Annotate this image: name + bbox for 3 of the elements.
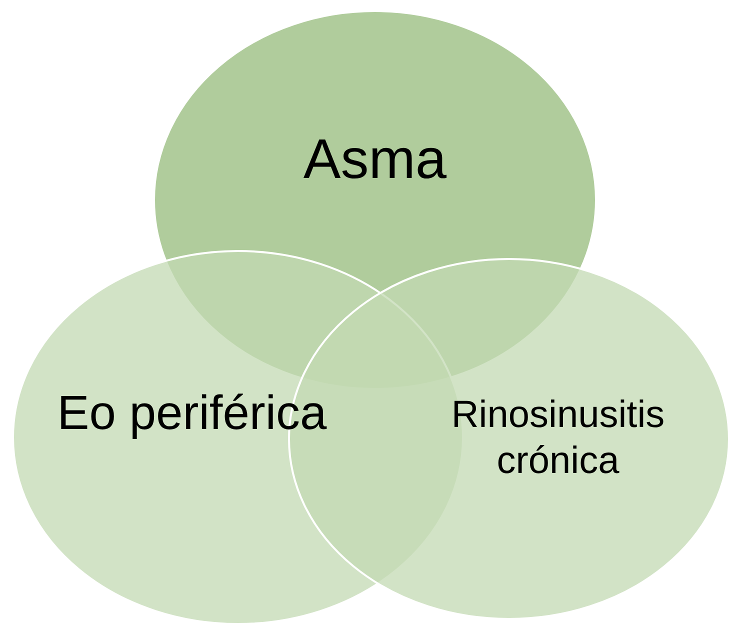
circle-label: Rinosinusitis crónica (450, 393, 666, 484)
circle-label: Asma (302, 126, 448, 192)
circle-label: Eo periférica (56, 386, 328, 442)
